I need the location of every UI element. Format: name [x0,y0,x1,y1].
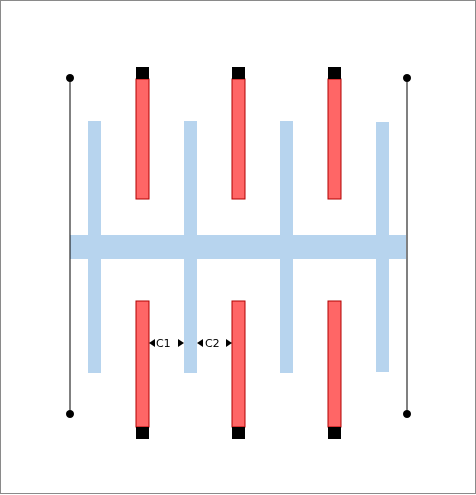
left-rail-top-node [66,74,74,82]
c2-left-arrowhead [197,339,203,347]
bottom-finger [327,300,342,428]
top-finger-cap [232,67,245,79]
c1-label: C1 [156,337,171,350]
top-finger [231,78,246,200]
bottom-finger-cap [232,427,245,439]
right-rail-bottom-node [403,410,411,418]
c1-right-arrowhead [178,339,184,347]
c2-label: C2 [205,337,220,350]
comb-tooth [280,121,293,373]
top-finger [327,78,342,200]
top-finger-cap [136,67,149,79]
c1-left-arrowhead [149,339,155,347]
left-rail-bottom-node [66,410,74,418]
bottom-finger [135,300,150,428]
bottom-finger-cap [328,427,341,439]
top-finger [135,78,150,200]
c2-right-arrowhead [226,339,232,347]
comb-tooth [88,121,101,373]
bottom-finger-cap [136,427,149,439]
top-finger-cap [328,67,341,79]
comb-tooth [376,122,389,372]
comb-tooth [184,121,197,373]
bottom-finger [231,300,246,428]
comb-spine [70,235,406,259]
right-rail-top-node [403,74,411,82]
